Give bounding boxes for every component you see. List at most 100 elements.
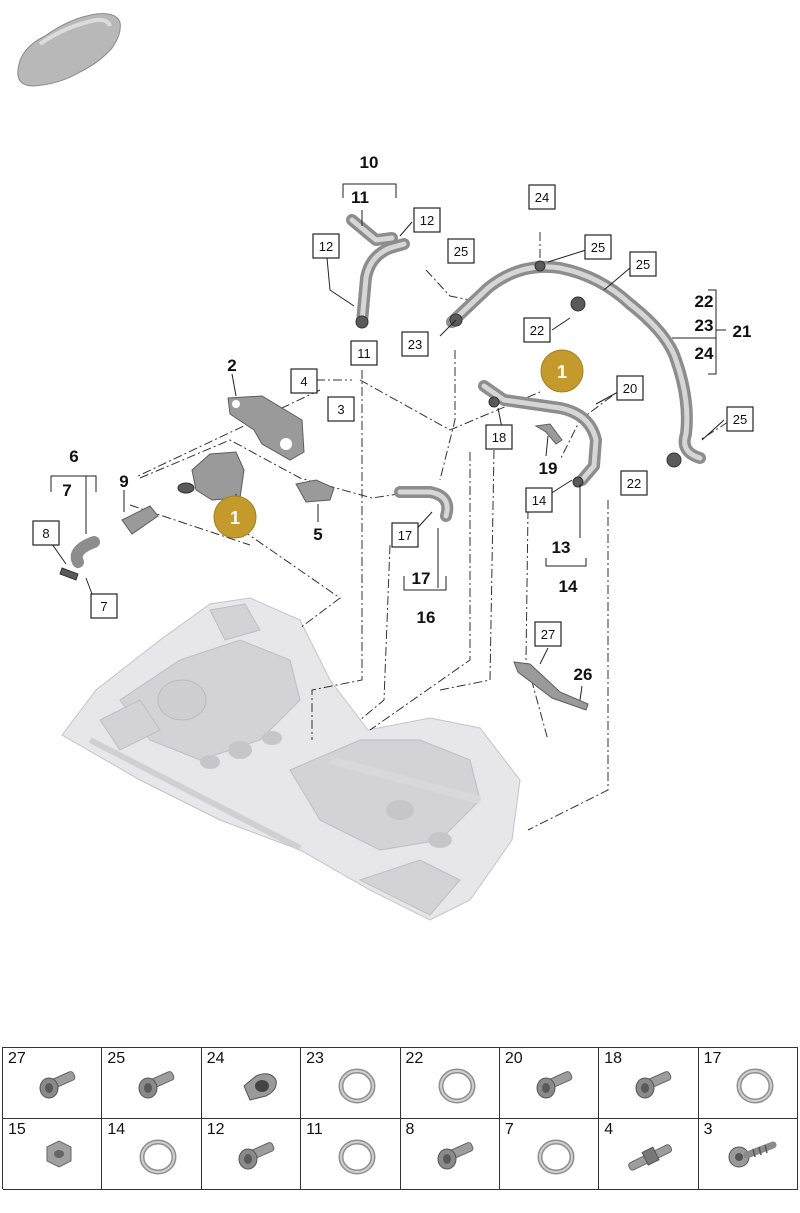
label-17: 17 — [412, 569, 431, 588]
bolt-icon — [238, 1142, 275, 1170]
svg-text:25: 25 — [636, 257, 650, 272]
o-ring-icon — [438, 1068, 475, 1104]
bolt-icon — [138, 1071, 175, 1099]
label-box-25: 25 — [726, 406, 754, 432]
svg-text:23: 23 — [408, 337, 422, 352]
parts-cell-8: 8 — [400, 1119, 500, 1190]
screw-icon — [728, 1141, 777, 1168]
label-23: 23 — [695, 316, 714, 335]
o-ring-icon — [537, 1139, 575, 1175]
label-21: 21 — [733, 322, 752, 341]
part-number: 25 — [107, 1050, 126, 1067]
part-number: 18 — [604, 1050, 623, 1067]
label-16: 16 — [417, 608, 436, 627]
parts-cell-15: 15 — [3, 1119, 103, 1190]
stud-bolt-icon — [628, 1144, 673, 1171]
boxed-labels: 12 12 11 24 25 25 25 25 22 22 23 4 3 20 … — [32, 184, 754, 647]
parts-cell-27: 27 — [3, 1048, 103, 1119]
part-number: 22 — [405, 1050, 424, 1067]
label-box-3: 3 — [327, 396, 355, 422]
label-box-22: 22 — [620, 470, 648, 496]
svg-text:12: 12 — [420, 213, 434, 228]
label-6: 6 — [69, 447, 78, 466]
coolant-pipes — [70, 214, 706, 568]
part-number: 24 — [206, 1050, 225, 1067]
label-22: 22 — [695, 292, 714, 311]
svg-text:20: 20 — [623, 381, 637, 396]
car-thumbnail — [17, 13, 121, 87]
leader-lines — [50, 183, 726, 701]
o-ring-icon — [338, 1068, 376, 1104]
bolt-icon — [437, 1142, 473, 1170]
part-number: 7 — [504, 1121, 514, 1138]
part-number: 8 — [405, 1121, 415, 1138]
label-box-4: 4 — [290, 368, 318, 394]
svg-text:18: 18 — [492, 430, 506, 445]
label-box-17: 17 — [391, 522, 419, 548]
parts-cell-4: 4 — [599, 1119, 699, 1190]
svg-text:3: 3 — [337, 402, 344, 417]
label-19: 19 — [539, 459, 558, 478]
parts-cell-11: 11 — [301, 1119, 401, 1190]
bolt-icon — [39, 1071, 76, 1099]
svg-text:11: 11 — [357, 346, 371, 361]
parts-cell-24: 24 — [201, 1048, 302, 1119]
label-10: 10 — [360, 153, 379, 172]
label-box-11: 11 — [350, 340, 378, 366]
label-2: 2 — [227, 356, 236, 375]
parts-cell-3: 3 — [698, 1119, 798, 1190]
engine-block — [61, 597, 521, 921]
label-box-12: 12 — [413, 207, 441, 233]
bolt-icon — [635, 1071, 672, 1099]
label-26: 26 — [574, 665, 593, 684]
label-9: 9 — [119, 472, 128, 491]
svg-text:25: 25 — [591, 240, 605, 255]
svg-text:25: 25 — [733, 412, 747, 427]
label-5: 5 — [313, 525, 322, 544]
o-ring-icon — [338, 1139, 376, 1175]
part-number: 15 — [8, 1121, 26, 1138]
parts-cell-12: 12 — [201, 1119, 302, 1190]
part-number: 12 — [206, 1121, 225, 1138]
parts-cell-25: 25 — [102, 1048, 202, 1119]
nut-icon — [46, 1140, 72, 1168]
svg-text:14: 14 — [532, 493, 546, 508]
label-box-25: 25 — [584, 234, 612, 260]
label-box-18: 18 — [485, 424, 513, 450]
parts-cell-14: 14 — [102, 1119, 202, 1190]
label-14: 14 — [559, 577, 578, 596]
label-box-25: 25 — [629, 251, 657, 277]
connection-lines — [129, 232, 729, 831]
bold-labels: 10 11 22 23 24 21 2 6 7 9 5 19 13 14 17 … — [62, 153, 751, 684]
label-11: 11 — [351, 188, 369, 207]
badge-1: 1 — [540, 349, 584, 393]
parts-cell-17: 17 — [698, 1048, 798, 1119]
part-number: 4 — [604, 1121, 614, 1138]
part-number: 20 — [504, 1050, 523, 1067]
label-box-7: 7 — [90, 593, 118, 619]
label-box-14: 14 — [525, 487, 553, 513]
svg-text:1: 1 — [230, 508, 240, 528]
o-ring-icon — [736, 1068, 774, 1104]
label-box-27: 27 — [534, 621, 562, 647]
label-box-22: 22 — [523, 317, 551, 343]
part-number: 23 — [306, 1050, 324, 1067]
parts-cell-22: 22 — [400, 1048, 500, 1119]
svg-text:25: 25 — [454, 244, 468, 259]
parts-cell-18: 18 — [599, 1048, 699, 1119]
part-number: 17 — [703, 1050, 722, 1067]
bolt-icon — [536, 1071, 573, 1099]
parts — [59, 260, 682, 711]
svg-text:1: 1 — [557, 362, 567, 382]
parts-cell-23: 23 — [301, 1048, 401, 1119]
label-7: 7 — [62, 481, 71, 500]
label-box-12: 12 — [312, 233, 340, 259]
svg-text:22: 22 — [627, 476, 641, 491]
label-box-25: 25 — [447, 238, 475, 264]
label-13: 13 — [552, 538, 571, 557]
label-24: 24 — [695, 344, 714, 363]
parts-cell-7: 7 — [499, 1119, 600, 1190]
part-number: 11 — [306, 1121, 323, 1138]
